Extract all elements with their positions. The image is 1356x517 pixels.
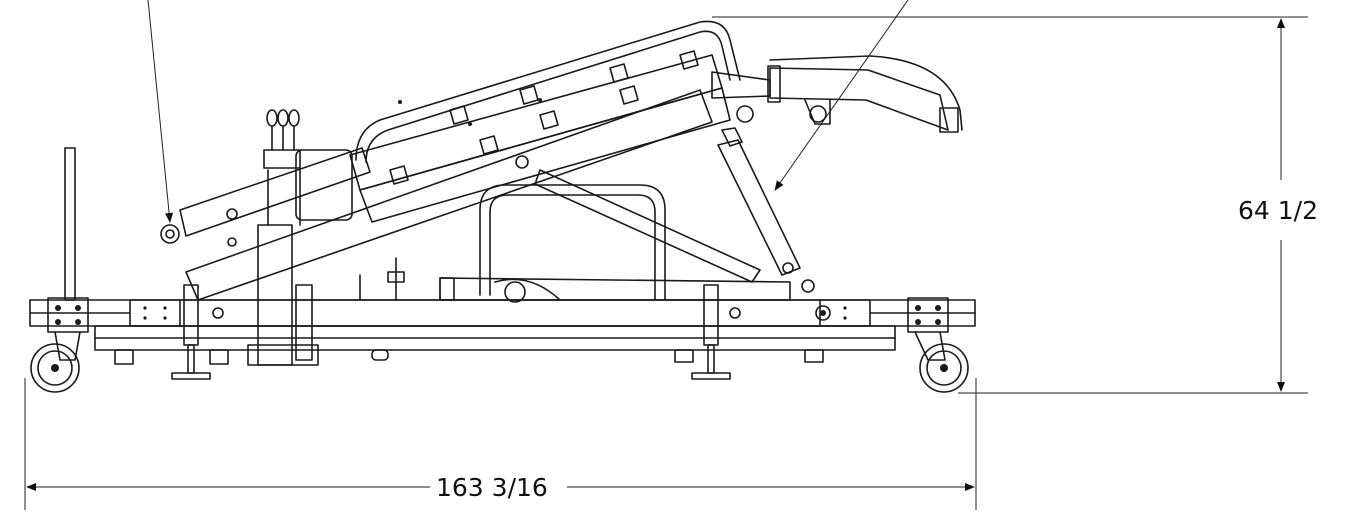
leader-left [147,0,174,223]
base-frame [29,147,976,365]
height-dimension: 64 1/2 [712,16,1318,394]
height-dimension-label: 64 1/2 [1238,196,1318,225]
length-dimension: 163 3/16 [24,378,977,510]
caster-left [30,297,89,393]
caster-right [907,297,969,393]
lift-actuator [439,127,815,303]
hydraulic-column [247,109,353,366]
leader-lines [147,0,909,223]
tilt-table [160,20,963,301]
length-dimension-label: 163 3/16 [436,473,548,502]
leader-right [774,0,909,191]
fittings [359,257,405,361]
